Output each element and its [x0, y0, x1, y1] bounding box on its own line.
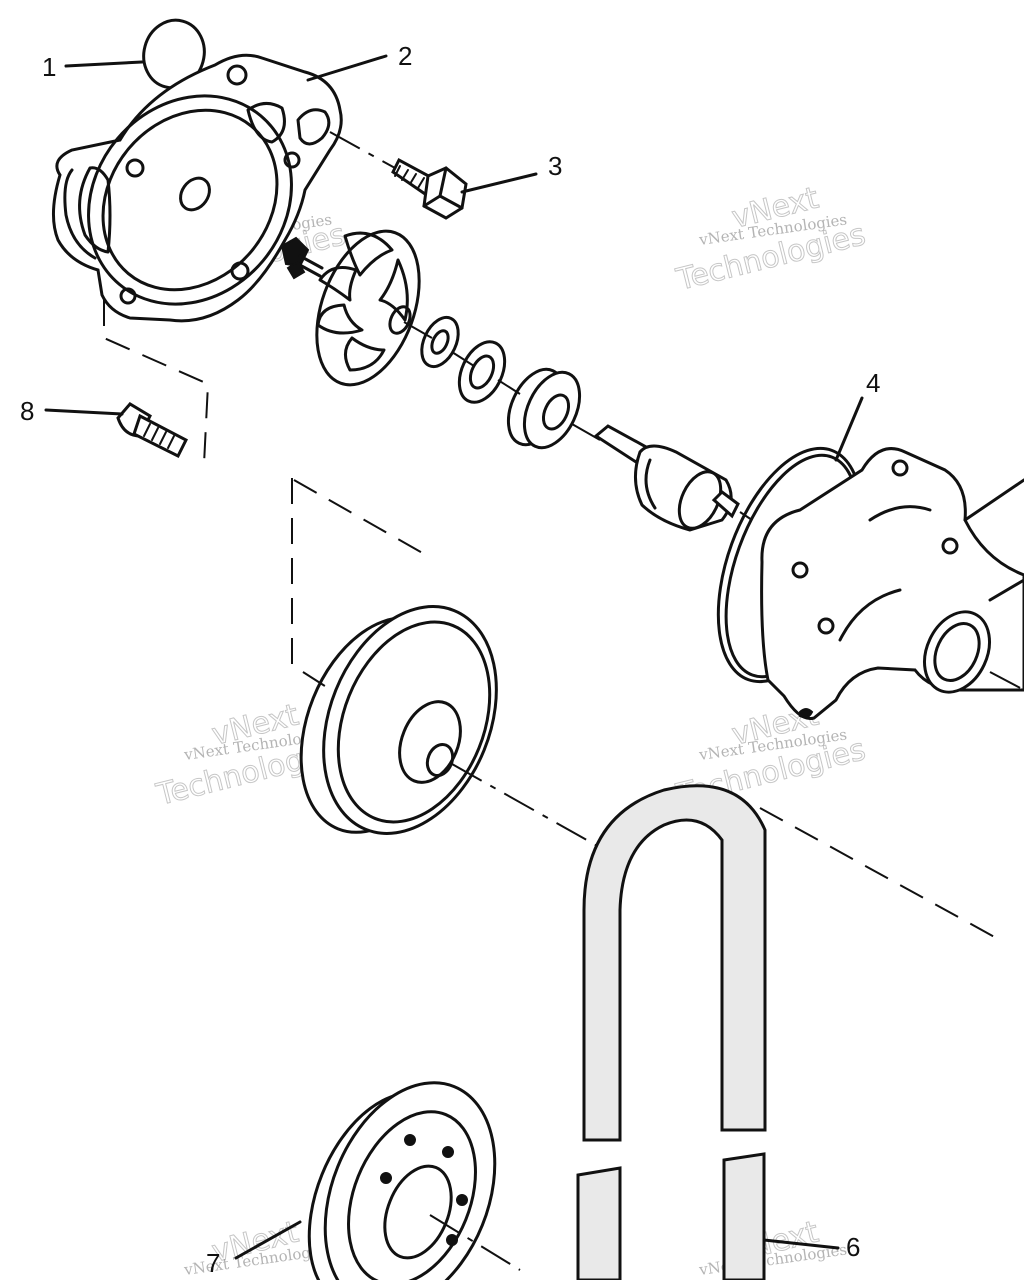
watermark-top-right: vNext vNext Technologies Technologies: [672, 180, 869, 298]
pump-shaft-bearing: [593, 424, 740, 532]
callout-7: 7: [206, 1248, 220, 1278]
leader-4: [834, 396, 864, 462]
seal-ring-medium: [457, 340, 507, 404]
callout-4: 4: [866, 368, 880, 398]
impeller: [315, 229, 421, 387]
leader-6: [762, 1238, 840, 1250]
callout-8: 8: [20, 396, 34, 426]
part-7-crank-pulley: [307, 1081, 497, 1280]
callout-3: 3: [548, 151, 562, 181]
part-2-pump-cover: [51, 53, 343, 323]
part-4-pump-housing: [716, 446, 1024, 721]
leader-7: [234, 1220, 302, 1260]
leader-1: [64, 60, 144, 68]
pulley-upper: [299, 605, 498, 835]
alignment-line-pulley-shaft: [451, 763, 609, 853]
part-6-belt: [576, 784, 767, 1280]
part-3-bolt: [391, 157, 468, 220]
part-8-socket-bolt: [116, 402, 189, 459]
callout-1: 1: [42, 52, 56, 82]
leader-8: [44, 408, 124, 416]
impeller-nut: [280, 236, 324, 280]
part-1-o-ring: [142, 18, 206, 90]
seal-ring-small: [420, 315, 460, 369]
alignment-line-cover-to-bolt: [103, 300, 210, 465]
mechanical-seal: [506, 367, 582, 450]
alignment-line-left-pulley: [291, 478, 329, 689]
alignment-line-top-pulley: [293, 479, 427, 556]
alignment-line-housing: [989, 671, 1024, 691]
alignment-line-bolt: [329, 131, 396, 169]
leader-3: [460, 172, 538, 194]
callout-2: 2: [398, 41, 412, 71]
alignment-line-crank: [429, 1214, 521, 1271]
leader-2: [306, 54, 388, 82]
alignment-line-housing-belt: [759, 807, 1001, 941]
callout-6: 6: [846, 1232, 860, 1262]
alignment-line-shaft: [403, 321, 601, 441]
